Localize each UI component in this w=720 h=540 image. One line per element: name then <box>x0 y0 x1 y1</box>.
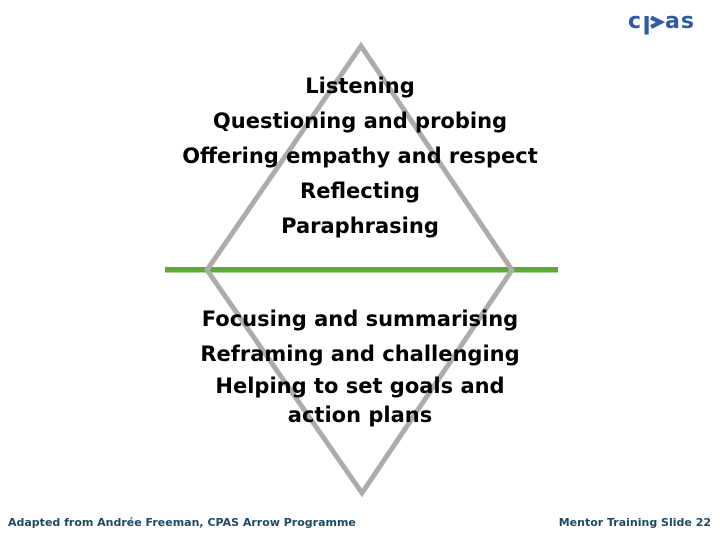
skill-line: Helping to set goals and <box>215 374 505 398</box>
diamond-outline <box>203 41 516 498</box>
logo-letter-c: c <box>628 11 641 34</box>
logo-p-stem <box>644 16 649 35</box>
skill-line: Paraphrasing <box>281 214 439 238</box>
skill-line: Offering empathy and respect <box>182 144 538 168</box>
cpas-logo: c as <box>628 11 695 35</box>
skill-line: Focusing and summarising <box>201 307 519 331</box>
green-divider-line <box>165 267 558 273</box>
slide-number-text: Mentor Training Slide 22 <box>558 516 711 529</box>
skill-line: Reframing and challenging <box>200 342 520 366</box>
skill-line: action plans <box>287 403 433 427</box>
logo-p-bowl <box>650 15 666 29</box>
skill-line: Questioning and probing <box>212 109 508 133</box>
skill-line: Listening <box>305 74 415 98</box>
attribution-text: Adapted from Andrée Freeman, CPAS Arrow … <box>8 516 356 529</box>
upper-skills-list: Listening Questioning and probing Offeri… <box>0 69 720 244</box>
skill-line: Reflecting <box>300 179 420 203</box>
logo-letters-as: as <box>665 11 695 34</box>
lower-skills-list: Focusing and summarising Reframing and c… <box>0 302 720 430</box>
